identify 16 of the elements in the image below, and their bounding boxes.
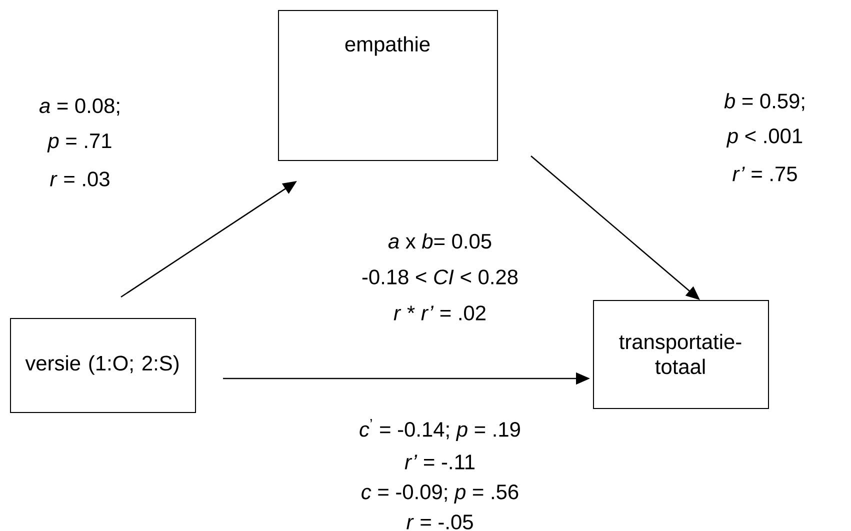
- coefficient-label: r = -.05: [406, 514, 473, 530]
- coefficient-label: r* r’ = .02: [394, 306, 486, 320]
- coefficient-label: c$^{’}$ = -0.14; p = .19: [360, 419, 520, 441]
- coefficient-label: c = -0.09; p = .56: [362, 484, 518, 504]
- process-box: versie (1:O; 2:S): [10, 318, 196, 413]
- coefficient-label: p = .71: [47, 134, 112, 152]
- coefficient-label: a x b= 0.05: [388, 233, 492, 249]
- coefficient-label: r’ = .75: [732, 166, 797, 182]
- coefficient-label: a = 0.08;: [39, 98, 120, 116]
- coefficient-label: r’ = -.11: [404, 454, 474, 470]
- process-box: empathie: [278, 10, 498, 161]
- coefficient-label: p < .001: [726, 128, 802, 148]
- coefficient-label: b = 0.59;: [724, 93, 804, 111]
- coefficient-label: r = .03: [50, 172, 110, 186]
- coefficient-label: -0.18 < CI < 0.28: [362, 270, 518, 284]
- process-box: transportatie-totaal: [593, 300, 769, 409]
